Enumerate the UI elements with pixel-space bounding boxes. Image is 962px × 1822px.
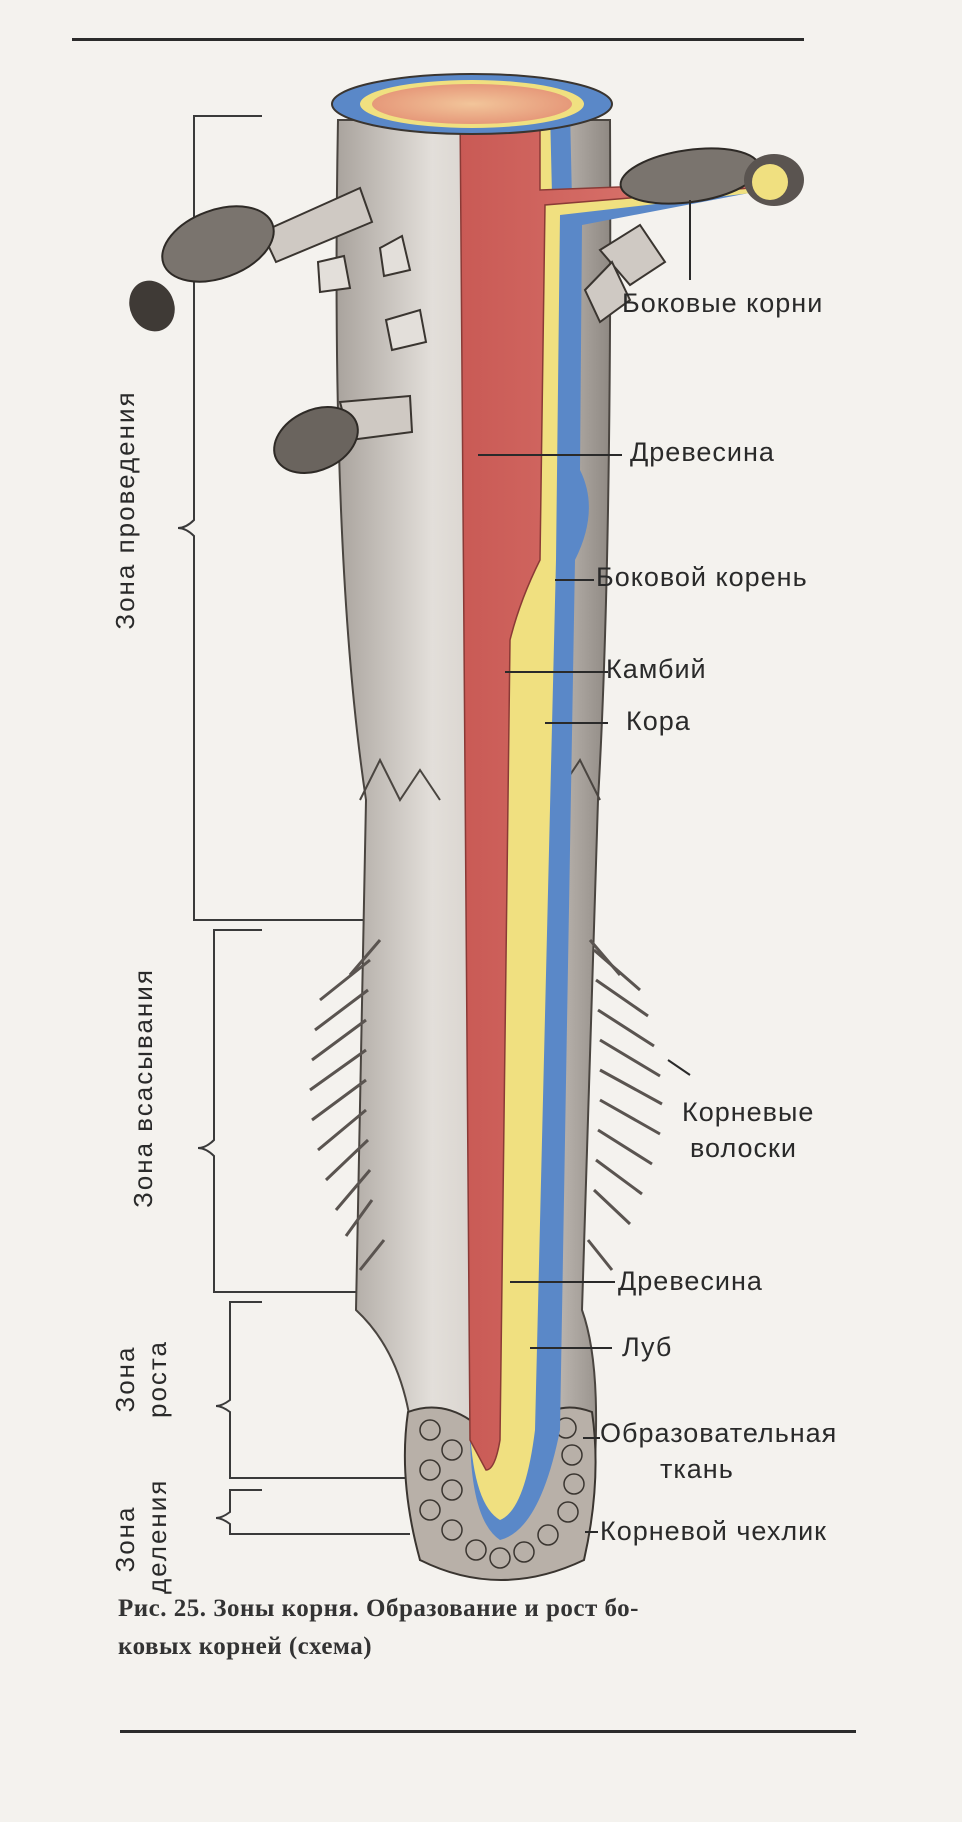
- zone-division-1: Зона: [110, 1505, 140, 1573]
- top-rule: [72, 38, 804, 41]
- label-root-cap: Корневой чехлик: [600, 1516, 827, 1546]
- epidermis-flaps: [316, 234, 428, 352]
- leader-lines: [478, 200, 691, 1533]
- wood-core: [459, 105, 757, 1471]
- label-lateral-root: Боковой корень: [596, 562, 808, 592]
- caption-line-2: ковых корней (схема): [118, 1633, 373, 1660]
- label-cortex: Кора: [626, 706, 691, 736]
- label-root-hairs-2: волоски: [690, 1133, 797, 1163]
- caption-line-1: Рис. 25. Зоны корня. Образование и рост …: [118, 1595, 640, 1622]
- figure-caption: Рис. 25. Зоны корня. Образование и рост …: [118, 1590, 878, 1666]
- zone-brackets: [177, 115, 410, 1535]
- zone-conduction: Зона проведения: [110, 390, 140, 630]
- label-wood-bottom: Древесина: [618, 1266, 763, 1296]
- lateral-root-left-mid: [273, 394, 414, 474]
- lateral-root-left-top: [129, 186, 374, 332]
- label-root-hairs-1: Корневые: [682, 1097, 815, 1127]
- label-meristem-2: ткань: [660, 1454, 734, 1484]
- root-cap-cells: [419, 1417, 585, 1569]
- label-phloem: Луб: [622, 1332, 673, 1362]
- bottom-rule: [120, 1730, 856, 1733]
- lateral-root-right-emerging: [583, 223, 667, 324]
- lateral-root-right-top: [619, 147, 804, 206]
- zone-division-2: деления: [142, 1478, 172, 1594]
- top-section-wood: [372, 84, 572, 124]
- zone-growth-2: роста: [142, 1340, 172, 1418]
- zone-growth-1: Зона: [110, 1345, 140, 1413]
- label-cambium: Камбий: [606, 654, 707, 684]
- label-meristem-1: Образовательная: [600, 1418, 838, 1448]
- zone-absorption: Зона всасывания: [128, 968, 158, 1208]
- cambium-layer: [470, 110, 760, 1520]
- label-wood-top: Древесина: [630, 437, 775, 467]
- root-hairs: [309, 939, 663, 1271]
- label-lateral-roots: Боковые корни: [622, 288, 824, 318]
